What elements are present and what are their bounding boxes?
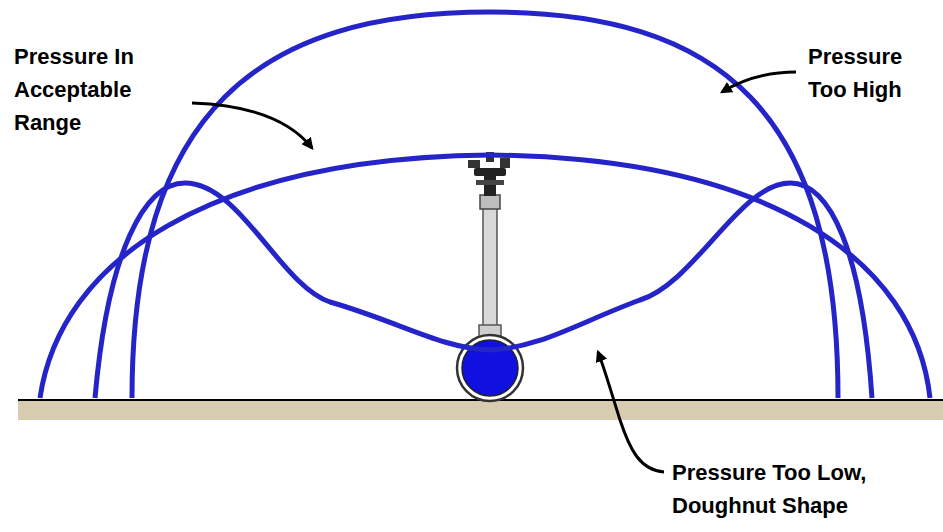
callout-label: Pressure Too Low, Doughnut Shape — [672, 456, 922, 522]
leader-arrow — [598, 352, 664, 472]
callout-label: Pressure In Acceptable Range — [14, 40, 174, 139]
leader-arrow — [722, 72, 796, 92]
riser-coupling — [480, 195, 500, 209]
low-pressure-spray — [95, 183, 872, 398]
sprinkler-head — [468, 152, 510, 196]
leader-arrow — [192, 103, 312, 148]
high-pressure-spray — [132, 12, 838, 398]
riser-pipe — [483, 205, 497, 335]
callout-label: Pressure Too High — [808, 40, 936, 106]
acceptable-pressure-spray — [40, 155, 930, 398]
ground-strip — [18, 400, 943, 420]
